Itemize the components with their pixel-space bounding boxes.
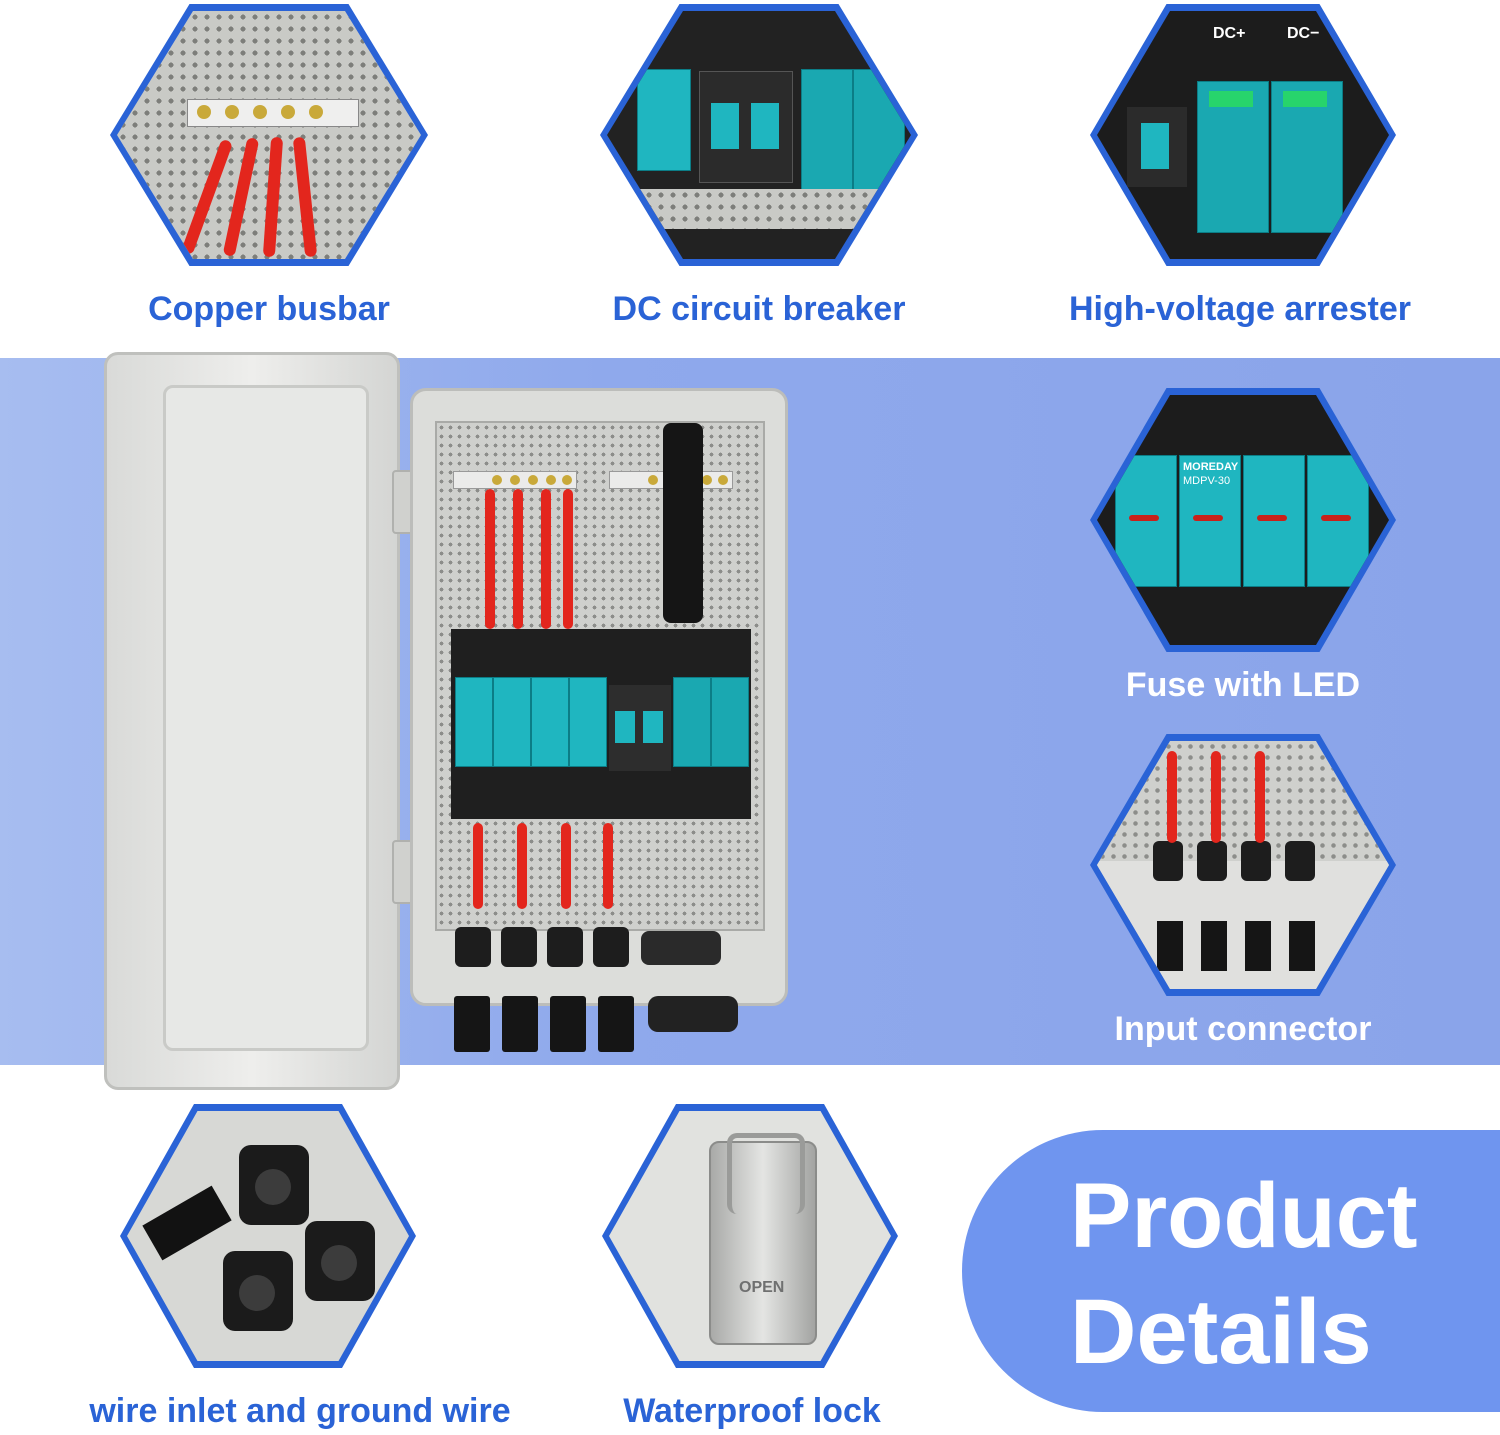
badge-line-2: Details [1070, 1281, 1372, 1383]
fuse-module-4 [569, 677, 607, 767]
fuse-module-1 [455, 677, 493, 767]
dc-plus-label: DC+ [1213, 25, 1246, 42]
cable-gland-1 [455, 927, 491, 967]
caption-input-connector: Input connector [1114, 1010, 1372, 1048]
wire-red [517, 823, 527, 909]
busbar-image [187, 99, 359, 127]
wire-red [603, 823, 613, 909]
busbar-positive [453, 471, 577, 489]
hex-high-voltage-arrester: DC+ DC− [1090, 4, 1396, 266]
dc-breaker [609, 685, 671, 771]
enclosure-box [410, 388, 788, 1006]
fuse-module-2 [493, 677, 531, 767]
cable-gland-3 [547, 927, 583, 967]
cable-gland-2 [501, 927, 537, 967]
caption-wire-inlet: wire inlet and ground wire [89, 1392, 511, 1430]
cable-gland-4 [593, 927, 629, 967]
enclosure-lid [104, 352, 400, 1090]
output-gland [648, 996, 738, 1032]
wire-red [485, 489, 495, 629]
surge-arrester-1 [673, 677, 711, 767]
badge-line-1: Product [1070, 1165, 1418, 1267]
hex-copper-busbar [110, 4, 428, 266]
fuse-image [1115, 455, 1177, 587]
wire-red [541, 489, 551, 629]
hex-dc-circuit-breaker [600, 4, 918, 266]
lid-inner-panel [163, 385, 369, 1051]
product-details-badge: Product Details [962, 1130, 1500, 1412]
input-connector-1 [454, 996, 490, 1052]
spare-gland [641, 931, 721, 965]
mounting-panel [435, 421, 765, 931]
caption-copper-busbar: Copper busbar [148, 290, 390, 328]
dc-minus-label: DC− [1287, 25, 1320, 42]
input-connector-4 [598, 996, 634, 1052]
connector-image [1153, 841, 1183, 881]
hex-input-connector [1090, 734, 1396, 996]
wire-red [561, 823, 571, 909]
wire-red [473, 823, 483, 909]
input-connector-2 [502, 996, 538, 1052]
fuse-brand-label: MOREDAY [1183, 461, 1239, 473]
caption-dc-circuit-breaker: DC circuit breaker [612, 290, 906, 328]
caption-waterproof-lock: Waterproof lock [623, 1392, 881, 1430]
lock-open-label: OPEN [739, 1279, 785, 1296]
hex-fuse-with-led: MOREDAY MDPV-30 [1090, 388, 1396, 652]
input-connector-3 [550, 996, 586, 1052]
wire-red [513, 489, 523, 629]
fuse-model-label: MDPV-30 [1183, 475, 1231, 487]
hex-waterproof-lock: OPEN [602, 1104, 898, 1368]
surge-arrester-2 [711, 677, 749, 767]
hex-wire-inlet [120, 1104, 416, 1368]
wire-black-bundle [663, 423, 703, 623]
caption-fuse-with-led: Fuse with LED [1125, 666, 1361, 704]
wire-red [563, 489, 573, 629]
fuse-module-3 [531, 677, 569, 767]
caption-high-voltage-arrester: High-voltage arrester [1069, 290, 1411, 328]
